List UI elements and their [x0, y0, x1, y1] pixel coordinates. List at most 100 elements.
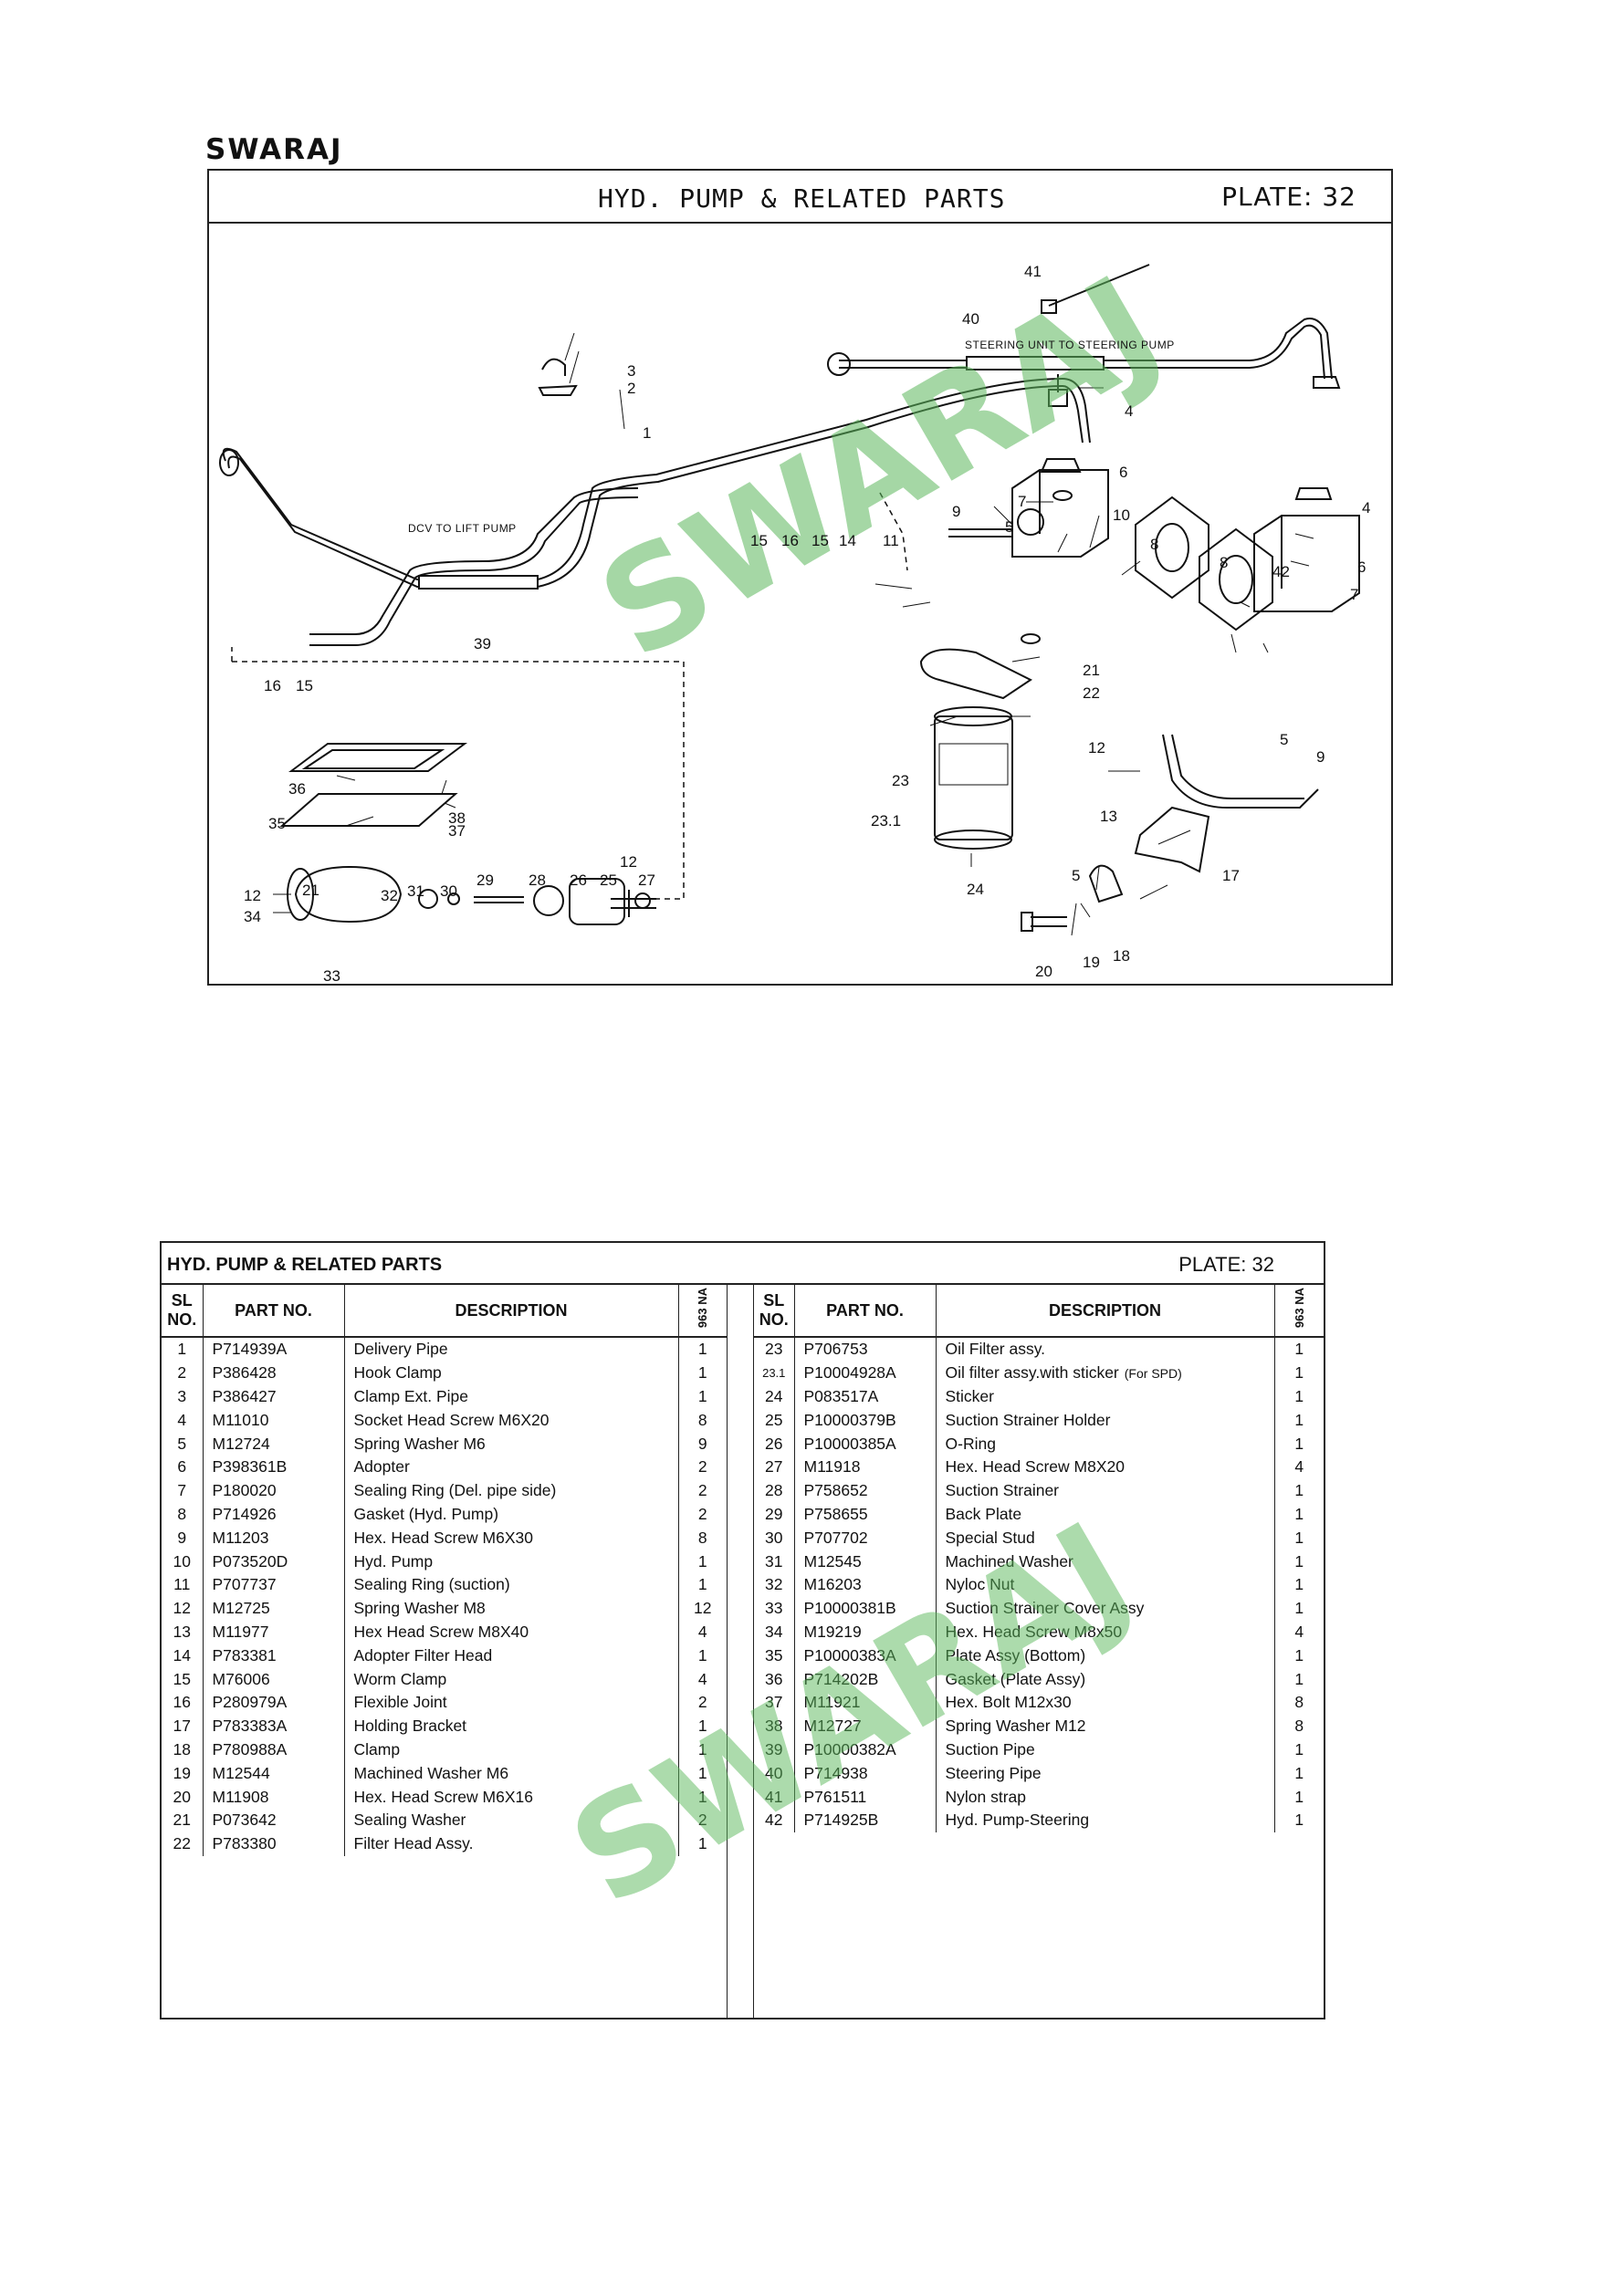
- brand-logo: SWARAJ: [205, 133, 343, 166]
- callout-1: 1: [643, 424, 651, 442]
- sl-no-cell: 14: [173, 1645, 191, 1665]
- part-no-cell: M76006: [202, 1667, 344, 1691]
- description-cell: Spring Washer M12: [935, 1714, 1274, 1738]
- part-no-cell: P386428: [202, 1361, 344, 1385]
- callout-33: 33: [323, 967, 340, 984]
- description-text: Steering Pipe: [945, 1763, 1042, 1782]
- part-no-cell: P706753: [793, 1337, 936, 1362]
- qty-cell: 1: [1273, 1596, 1324, 1621]
- callout-3: 3: [627, 362, 635, 380]
- qty-cell: 1: [1273, 1526, 1324, 1550]
- description-text: Spring Washer M12: [945, 1717, 1086, 1736]
- callout-10: 10: [1113, 506, 1130, 524]
- description-cell: Hyd. Pump: [343, 1550, 678, 1573]
- description-text: O-Ring: [945, 1434, 996, 1453]
- part-no-cell: M12727: [793, 1714, 936, 1738]
- holding-bracket: [1134, 806, 1210, 873]
- description-cell: Spring Washer M6: [343, 1432, 678, 1456]
- part-no-cell: M12724: [202, 1432, 344, 1456]
- sl-no-cell: 22: [173, 1834, 191, 1853]
- part-no-cell: P280979A: [202, 1690, 344, 1715]
- sl-no-cell: 2: [177, 1363, 187, 1383]
- callout-16b: 16: [264, 677, 281, 694]
- description-cell: Machined Washer: [935, 1550, 1274, 1573]
- callout-12c: 12: [244, 887, 261, 904]
- description-cell: Suction Strainer Holder: [935, 1408, 1274, 1433]
- sl-no-cell: 18: [173, 1739, 191, 1759]
- part-no-cell: P073520D: [202, 1550, 344, 1573]
- sl-no-cell: 23.1: [762, 1366, 786, 1381]
- suction-pipe: [309, 487, 639, 635]
- steering-adopter: [1294, 487, 1333, 500]
- callout-34: 34: [244, 908, 261, 925]
- sl-no-cell: 15: [173, 1669, 191, 1688]
- description-cell: Machined Washer M6: [343, 1761, 678, 1786]
- part-no-cell: M11921: [793, 1690, 936, 1715]
- qty-cell: 4: [677, 1667, 727, 1691]
- callout-28: 28: [529, 871, 546, 889]
- callout-23: 23: [892, 772, 909, 789]
- description-cell: Holding Bracket: [343, 1714, 678, 1738]
- description-text: Oil Filter assy.: [945, 1340, 1046, 1359]
- part-no-cell: P714925B: [793, 1808, 936, 1832]
- qty-cell: 2: [677, 1690, 727, 1715]
- callout-30: 30: [440, 882, 457, 900]
- description-text: Nyloc Nut: [945, 1575, 1015, 1594]
- callout-6a: 6: [1119, 464, 1127, 481]
- callout-15b: 15: [811, 532, 829, 549]
- callout-24: 24: [967, 881, 984, 898]
- part-no-cell: P783383A: [202, 1714, 344, 1738]
- part-no-cell: P758655: [793, 1502, 936, 1527]
- sl-no-cell: 32: [765, 1575, 783, 1594]
- callout-36: 36: [288, 780, 306, 798]
- exploded-diagram: SWARAJ DCV TO LIFT PUMP STEERING UNIT TO…: [219, 246, 1370, 984]
- description-cell: Suction Strainer: [935, 1478, 1274, 1503]
- callout-38: 38: [448, 809, 466, 827]
- qty-cell: 1: [1273, 1550, 1324, 1573]
- description-note: (For SPD): [1124, 1366, 1182, 1382]
- callout-27: 27: [638, 871, 655, 889]
- sl-no-cell: 29: [765, 1504, 783, 1523]
- qty-cell: 1: [1273, 1432, 1324, 1456]
- sl-no-cell: 21: [173, 1811, 191, 1830]
- description-text: Suction Strainer Holder: [945, 1410, 1111, 1429]
- qty-cell: 1: [1273, 1738, 1324, 1762]
- part-no-cell: P073642: [202, 1808, 344, 1832]
- description-cell: Worm Clamp: [343, 1667, 678, 1691]
- qty-cell: 1: [677, 1337, 727, 1362]
- sl-no-cell: 26: [765, 1434, 783, 1453]
- part-no-cell: P10004928A: [793, 1361, 936, 1385]
- qty-cell: 1: [677, 1361, 727, 1385]
- callout-29: 29: [476, 871, 494, 889]
- part-no-cell: P707702: [793, 1526, 936, 1550]
- callout-13: 13: [1100, 808, 1117, 825]
- qty-cell: 8: [677, 1408, 727, 1433]
- description-text: Suction Strainer: [945, 1481, 1060, 1500]
- qty-cell: 8: [1273, 1714, 1324, 1738]
- adopter-fitting: [1048, 374, 1068, 407]
- description-cell: Hex Head Screw M8X40: [343, 1620, 678, 1644]
- description-text: Hex. Head Screw M8x50: [945, 1622, 1123, 1641]
- sl-no-cell: 33: [765, 1599, 783, 1618]
- description-text: Plate Assy (Bottom): [945, 1645, 1086, 1665]
- col-qty: 963 NA: [677, 1285, 727, 1338]
- description-text: Suction Pipe: [945, 1739, 1035, 1759]
- description-cell: Steering Pipe: [935, 1761, 1274, 1786]
- part-no-cell: M12545: [793, 1550, 936, 1573]
- qty-cell: 2: [677, 1808, 727, 1832]
- callout-15c: 15: [296, 677, 313, 694]
- table-divider: [727, 1285, 754, 2019]
- hyd-pump-steering-42: [1253, 515, 1360, 612]
- part-no-cell: P083517A: [793, 1384, 936, 1409]
- qty-cell: 9: [677, 1432, 727, 1456]
